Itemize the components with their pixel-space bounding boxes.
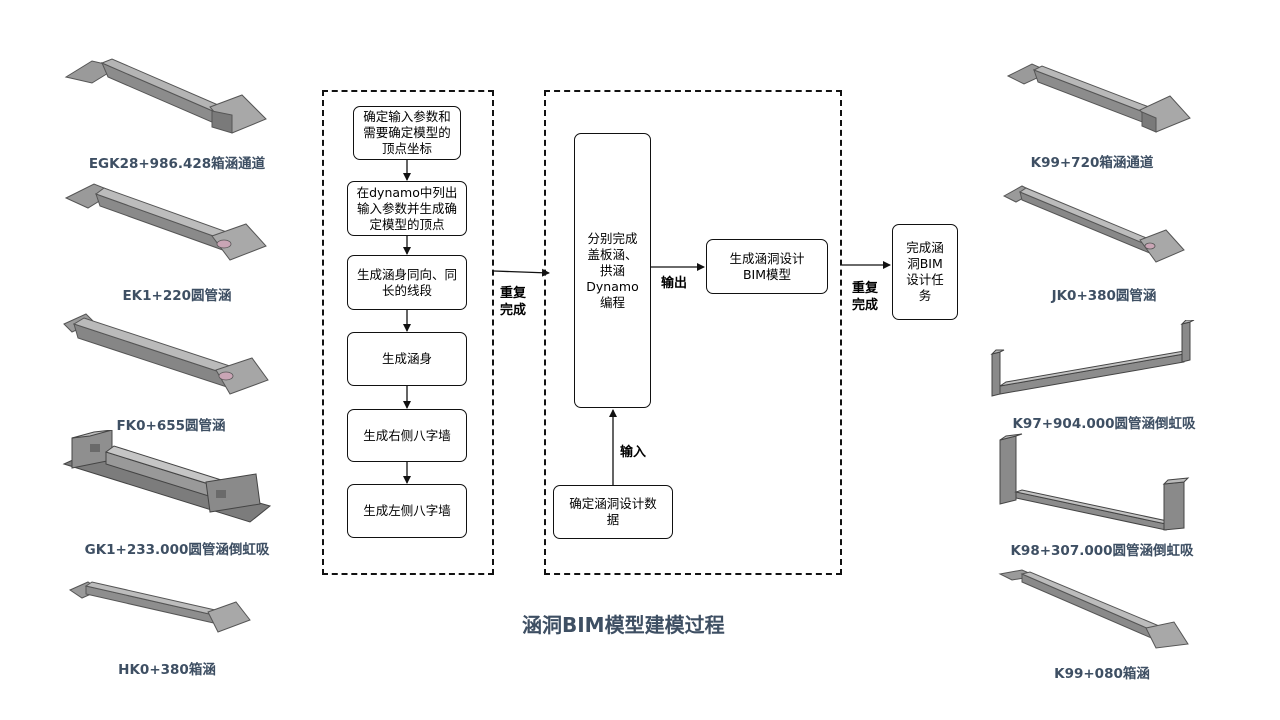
model-label-k98: K98+307.000圆管涵倒虹吸 <box>1010 543 1194 559</box>
arrow-left-to-middle <box>493 268 550 277</box>
model-label-k99-080: K99+080箱涵 <box>1054 666 1150 682</box>
output-label: 输出 <box>661 276 688 291</box>
model-label-ek1: EK1+220圆管涵 <box>122 288 232 304</box>
model-label-jk0: JK0+380圆管涵 <box>1051 288 1157 304</box>
model-label-egk28: EGK28+986.428箱涵通道 <box>88 156 266 172</box>
model-image-k99-080 <box>996 566 1192 652</box>
model-image-gk1 <box>60 429 275 525</box>
model-image-ek1 <box>62 180 272 265</box>
step-define-params: 确定输入参数和需要确定模型的顶点坐标 <box>353 106 461 160</box>
step-left-wingwall: 生成左侧八字墙 <box>347 484 467 538</box>
left-flow-frame <box>322 90 494 575</box>
culvert-data-box: 确定涵洞设计数据 <box>553 485 673 539</box>
model-image-fk0 <box>60 312 272 397</box>
model-image-k97 <box>986 319 1196 400</box>
model-label-fk0: FK0+655圆管涵 <box>116 418 226 434</box>
bim-model-box: 生成涵洞设计BIM模型 <box>706 239 828 294</box>
model-image-k98 <box>996 432 1192 532</box>
model-label-gk1: GK1+233.000圆管涵倒虹吸 <box>84 542 270 558</box>
dynamo-programming-box: 分别完成盖板涵、拱涵Dynamo编程 <box>574 133 651 408</box>
model-label-hk0: HK0+380箱涵 <box>118 662 216 678</box>
model-image-k99-720 <box>1004 58 1194 136</box>
model-image-jk0 <box>1000 180 1190 266</box>
step-generate-body: 生成涵身 <box>347 332 467 386</box>
step-right-wingwall: 生成右侧八字墙 <box>347 409 467 462</box>
middle-flow-frame <box>544 90 842 575</box>
model-image-egk28 <box>62 55 272 135</box>
step-generate-segments: 生成涵身同向、同长的线段 <box>347 255 467 310</box>
left-repeat-label: 重复完成 <box>500 286 527 318</box>
model-label-k99-720: K99+720箱涵通道 <box>1030 155 1154 171</box>
diagram-title: 涵洞BIM模型建模过程 <box>522 613 725 637</box>
input-label: 输入 <box>620 445 647 460</box>
step-dynamo-list-params: 在dynamo中列出输入参数并生成确定模型的顶点 <box>347 181 467 236</box>
model-image-hk0 <box>66 576 256 636</box>
middle-repeat-label: 重复完成 <box>852 281 879 313</box>
model-label-k97: K97+904.000圆管涵倒虹吸 <box>1012 416 1196 432</box>
final-task-box: 完成涵洞BIM设计任务 <box>892 224 958 320</box>
